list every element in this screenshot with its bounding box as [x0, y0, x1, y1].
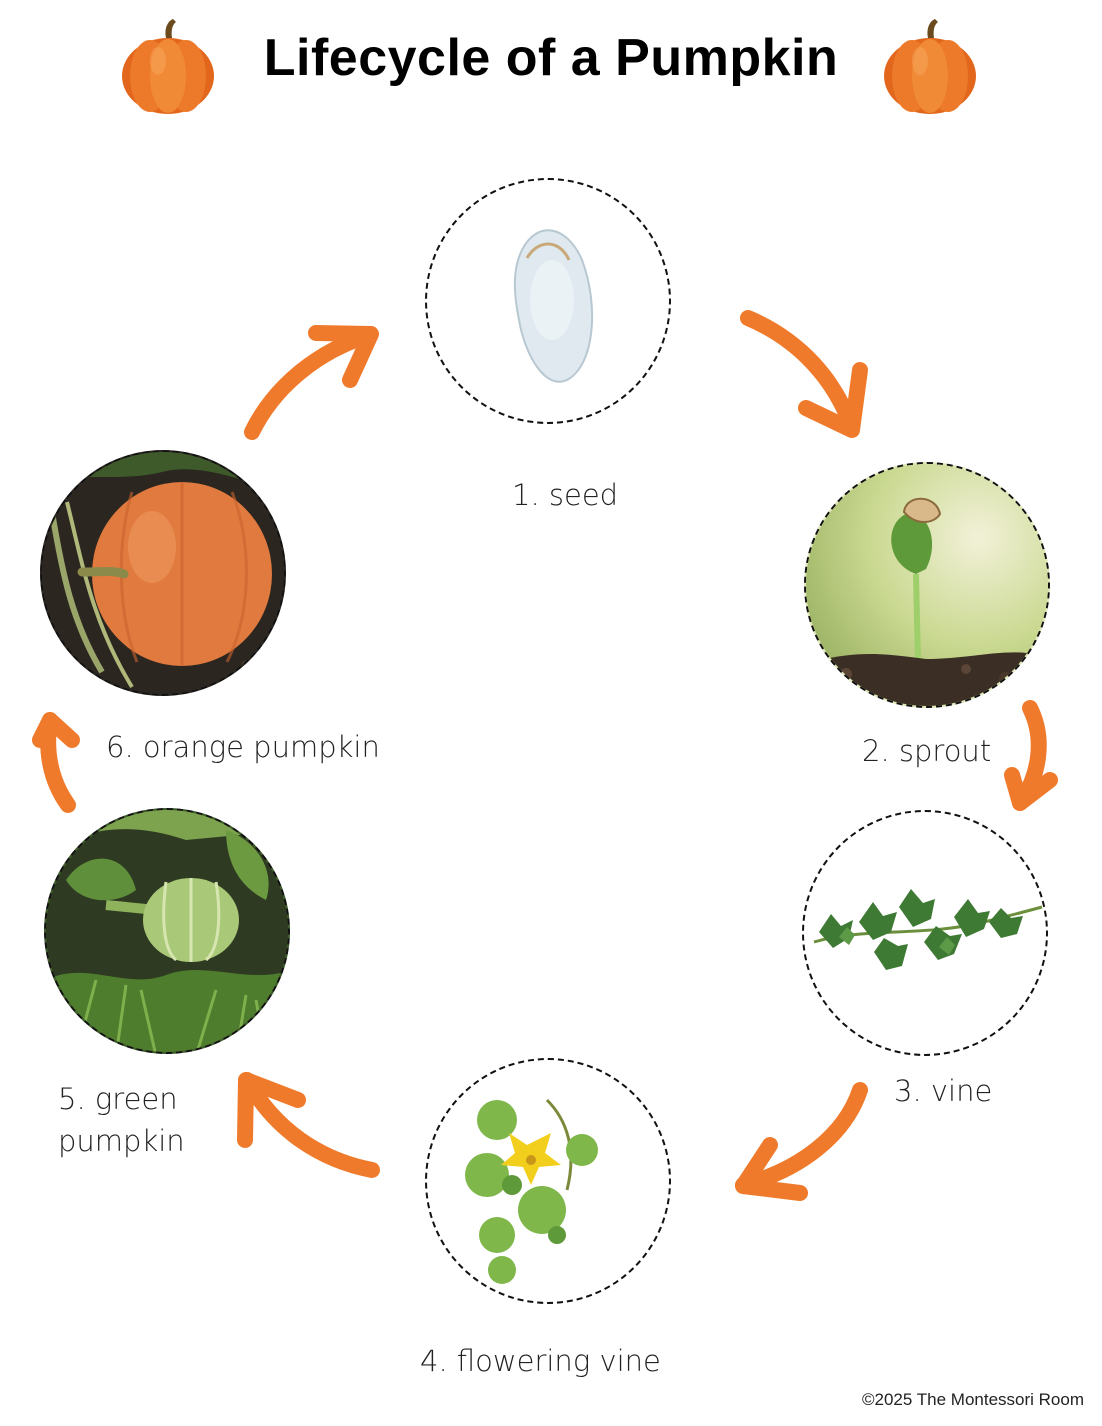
stage-label-vine: 3. vine — [894, 1074, 993, 1108]
arrow-orange-to-seed — [244, 325, 379, 440]
stage-label-line2: pumpkin — [58, 1124, 185, 1158]
arrow-green-to-orange — [32, 712, 80, 813]
stage-label-orange-pumpkin: 6. orange pumpkin — [106, 730, 380, 764]
vine-image — [802, 810, 1048, 1056]
pumpkin-icon — [118, 16, 218, 116]
green-pumpkin-image — [44, 808, 290, 1054]
flowering-vine-image — [425, 1058, 671, 1304]
copyright-footer: ©2025 The Montessori Room — [862, 1390, 1084, 1409]
pumpkin-icon — [880, 16, 980, 116]
sprout-image — [804, 462, 1050, 708]
stage-label-sprout: 2. sprout — [862, 734, 992, 768]
arrow-seed-to-sprout — [740, 310, 868, 438]
stage-label-green-pumpkin: 5. green pumpkin — [58, 1078, 185, 1162]
stage-label-seed: 1. seed — [512, 478, 619, 512]
orange-pumpkin-image — [40, 450, 286, 696]
arrow-vine-to-flowering — [735, 1082, 868, 1201]
seed-image — [425, 178, 671, 424]
stage-label-line1: 5. green — [58, 1082, 178, 1116]
page-title: Lifecycle of a Pumpkin — [263, 29, 839, 87]
stage-label-flowering-vine: 4. flowering vine — [420, 1344, 661, 1378]
arrow-flowering-to-green — [237, 1072, 380, 1178]
arrow-sprout-to-vine — [1004, 700, 1058, 811]
